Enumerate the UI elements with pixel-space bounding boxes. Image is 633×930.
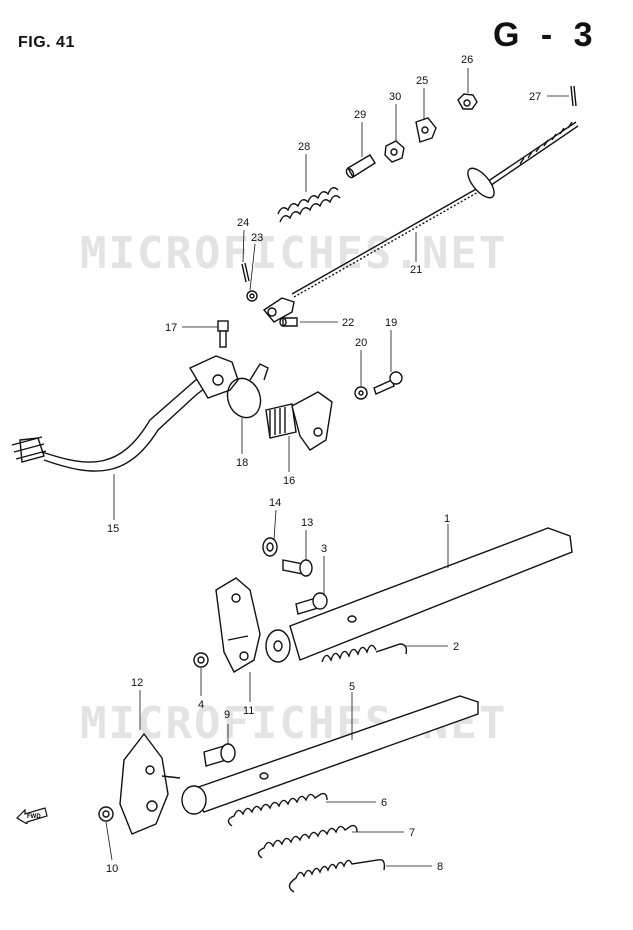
callout-19: 19	[385, 317, 397, 329]
part-18-spring	[226, 363, 269, 419]
callout-14: 14	[269, 497, 281, 509]
fwd-label: FWD	[27, 814, 41, 820]
callout-5: 5	[349, 681, 355, 693]
part-7-spring	[257, 824, 358, 859]
part-21-brake-rod	[262, 121, 579, 323]
callout-16: 16	[283, 475, 295, 487]
callout-6: 6	[381, 797, 387, 809]
callout-9: 9	[224, 709, 230, 721]
part-6-spring	[227, 792, 328, 827]
part-25-joint	[415, 117, 437, 143]
part-29-collar	[345, 154, 376, 179]
part-22-pin	[279, 317, 298, 327]
part-16-shaft	[265, 391, 333, 451]
part-5-center-stand	[181, 695, 479, 815]
part-28-spring	[277, 187, 341, 223]
part-9-bolt	[203, 743, 236, 767]
callout-8: 8	[437, 861, 443, 873]
callout-labels: 1 2 3 4 5 6 7 8 9 10 11 12 13 14 15 16 1…	[106, 54, 541, 875]
callout-25: 25	[416, 75, 428, 87]
callout-28: 28	[298, 141, 310, 153]
sheet-code: G - 3	[493, 16, 599, 54]
part-13-bolt	[282, 559, 313, 577]
callout-24: 24	[237, 217, 249, 229]
part-1-side-stand	[265, 527, 573, 663]
callout-3: 3	[321, 543, 327, 555]
part-19-bolt	[373, 371, 403, 395]
part-3-bolt	[295, 592, 328, 615]
callout-23: 23	[251, 232, 263, 244]
part-10-nut	[98, 806, 114, 822]
callout-18: 18	[236, 457, 248, 469]
part-4-nut	[193, 652, 209, 668]
callout-30: 30	[389, 91, 401, 103]
callout-27: 27	[529, 91, 541, 103]
callout-20: 20	[355, 337, 367, 349]
callout-21: 21	[410, 264, 422, 276]
part-14-washer	[262, 537, 278, 557]
callout-10: 10	[106, 863, 118, 875]
part-15-brake-pedal	[11, 355, 239, 472]
part-26-nut	[457, 93, 478, 110]
part-30-washer	[384, 140, 405, 163]
part-12-stand-bracket	[119, 732, 181, 835]
part-20-nut	[354, 386, 368, 400]
figure-label: FIG. 41	[18, 34, 75, 51]
callout-26: 26	[461, 54, 473, 66]
callout-22: 22	[342, 317, 354, 329]
callout-7: 7	[409, 827, 415, 839]
part-11-stand-bracket	[215, 577, 261, 673]
part-8-spring	[288, 859, 386, 893]
part-23-washer	[246, 290, 258, 302]
part-17-bolt	[217, 320, 229, 348]
callout-17: 17	[165, 322, 177, 334]
callout-13: 13	[301, 517, 313, 529]
callout-4: 4	[198, 699, 204, 711]
callout-2: 2	[453, 641, 459, 653]
part-27-cotter-pin	[570, 85, 577, 107]
watermark-top: MICROFICHES.NET	[80, 228, 508, 279]
callout-15: 15	[107, 523, 119, 535]
part-2-spring	[321, 643, 408, 663]
callout-11: 11	[243, 705, 254, 717]
fwd-direction-marker: FWD	[15, 806, 49, 826]
callout-1: 1	[444, 513, 450, 525]
arrow-fwd-icon: FWD	[16, 807, 48, 826]
callout-12: 12	[131, 677, 143, 689]
part-24-cotter-pin	[241, 262, 250, 283]
callout-29: 29	[354, 109, 366, 121]
leader-lines	[105, 68, 569, 867]
